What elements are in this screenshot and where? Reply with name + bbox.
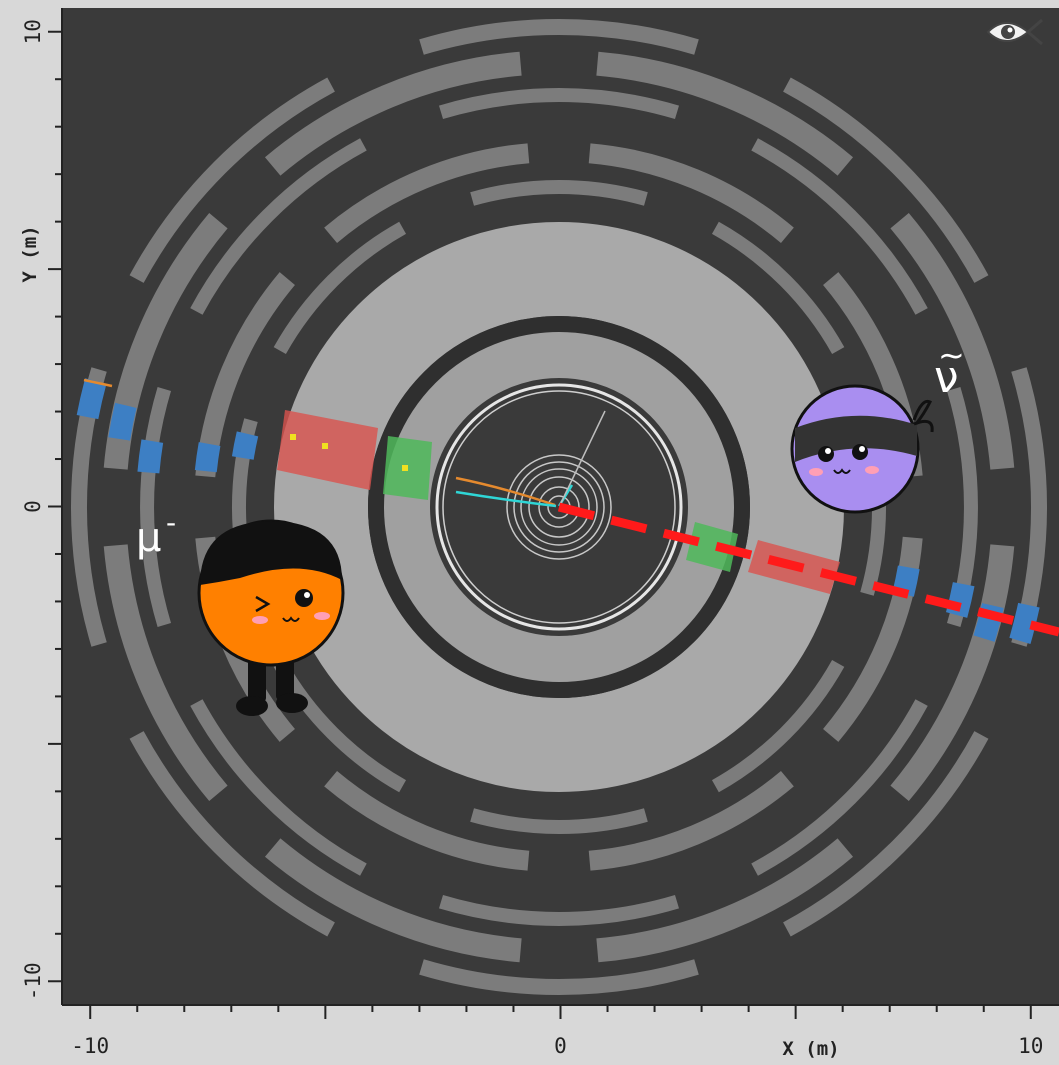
muon-charge-label: - bbox=[166, 506, 176, 539]
muon-annotation: μ - bbox=[136, 506, 176, 561]
gray-track bbox=[559, 410, 606, 506]
cyan-track bbox=[455, 490, 557, 508]
muon-chamber-segment bbox=[711, 221, 845, 355]
muon-chamber-segment bbox=[438, 894, 680, 926]
muon-chamber-hit bbox=[231, 431, 259, 460]
muon-chamber-segment bbox=[438, 88, 680, 120]
muon-mascot bbox=[197, 519, 345, 716]
mascot-eye bbox=[295, 589, 313, 607]
muon-chamber-segment bbox=[890, 544, 1015, 802]
cell-hit bbox=[290, 434, 296, 440]
muon-chamber-hit bbox=[76, 378, 107, 420]
muon-chamber-segment bbox=[264, 51, 522, 176]
mascot-blush bbox=[865, 466, 879, 474]
muon-chamber-segment bbox=[129, 77, 335, 283]
muon-exit-track bbox=[83, 378, 113, 388]
muon-chamber-segment bbox=[419, 959, 699, 996]
muon-chamber-segment bbox=[190, 699, 367, 876]
calorimeter-deposits bbox=[277, 410, 840, 594]
x-tick-label: -10 bbox=[71, 1034, 109, 1058]
muon-chamber-hit bbox=[973, 603, 1004, 642]
y-axis-title: Y (m) bbox=[19, 225, 41, 282]
mascot-blush bbox=[314, 612, 330, 620]
muon-chamber-segment bbox=[588, 143, 794, 243]
x-axis: -10 0 10 bbox=[62, 1004, 1059, 1058]
muon-chamber-segment bbox=[596, 838, 854, 963]
y-tick-label: 10 bbox=[21, 19, 45, 44]
muon-chamber-hit bbox=[1009, 602, 1040, 644]
mascot-blush bbox=[809, 468, 823, 476]
x-tick-label: 10 bbox=[1018, 1034, 1043, 1058]
muon-label: μ bbox=[136, 515, 161, 561]
muon-chamber-segment bbox=[129, 731, 335, 937]
mascot-foot bbox=[276, 693, 308, 713]
muon-chamber-segment bbox=[588, 771, 794, 871]
solenoid-gap bbox=[368, 316, 750, 698]
tracks bbox=[83, 378, 606, 508]
muon-chamber-segment bbox=[324, 143, 530, 243]
y-tick-label: 0 bbox=[21, 500, 45, 513]
muon-chamber-segment bbox=[711, 659, 845, 793]
muon-chamber-segment bbox=[264, 838, 522, 963]
cell-hit bbox=[322, 443, 328, 449]
mascot-mouth bbox=[833, 468, 851, 474]
eye-fish-icon[interactable] bbox=[986, 18, 1043, 46]
trt-inner-ring bbox=[442, 390, 676, 624]
ecal-deposit-right bbox=[686, 522, 738, 572]
muon-chamber-hit bbox=[137, 439, 164, 474]
mascot-mouth bbox=[282, 616, 300, 622]
muon-chamber-segment bbox=[103, 544, 228, 802]
neutrino-label: ν bbox=[934, 352, 959, 403]
muon-chamber-segment bbox=[823, 536, 923, 742]
muon-chamber-segment bbox=[751, 699, 928, 876]
muon-chamber-segment bbox=[751, 138, 928, 315]
y-tick-label: -10 bbox=[21, 962, 45, 1000]
muon-chamber-segment bbox=[783, 731, 989, 937]
mascot-hair bbox=[200, 521, 342, 585]
mascot-wink-eye bbox=[255, 595, 271, 613]
muon-chamber-segment bbox=[596, 51, 854, 176]
neutrino-annotation: ν ~ bbox=[934, 336, 965, 403]
muon-chamber-segment bbox=[324, 771, 530, 871]
mascot-blush bbox=[252, 616, 268, 624]
mascot-eye bbox=[818, 446, 834, 462]
neutrino-bar-label: ~ bbox=[938, 336, 965, 374]
muon-chamber-segment bbox=[140, 386, 172, 628]
trt-outer-ring bbox=[435, 383, 683, 631]
hcal-deposit-left bbox=[277, 410, 378, 490]
em-calorimeter bbox=[384, 332, 734, 682]
muon-chamber-segment bbox=[470, 179, 648, 206]
muon-chamber-segment bbox=[890, 212, 1015, 470]
hadronic-calorimeter bbox=[274, 222, 844, 792]
muon-chamber-segment bbox=[470, 808, 648, 835]
y-axis: 10 0 -10 bbox=[21, 8, 63, 1005]
missing-et-line bbox=[557, 502, 1059, 637]
muon-chamber-hit bbox=[108, 402, 137, 441]
x-tick-label: 0 bbox=[554, 1034, 567, 1058]
muon-chamber-segment bbox=[419, 18, 699, 55]
mascot-eye bbox=[852, 444, 868, 460]
muon-chamber-hit bbox=[194, 442, 221, 473]
muon-chamber-segment bbox=[273, 221, 407, 355]
muon-chamber-hit bbox=[945, 582, 975, 618]
pixel-sct-layers bbox=[506, 454, 612, 560]
muon-chamber-segment bbox=[783, 77, 989, 283]
neutrino-mascot bbox=[790, 384, 934, 514]
mascot-foot bbox=[236, 696, 268, 716]
mascot-bandana-knot bbox=[912, 399, 934, 433]
cell-hit bbox=[402, 465, 408, 471]
muon-chamber-segment bbox=[190, 138, 367, 315]
muon-track bbox=[455, 476, 556, 507]
x-axis-title: X (m) bbox=[782, 1038, 839, 1060]
